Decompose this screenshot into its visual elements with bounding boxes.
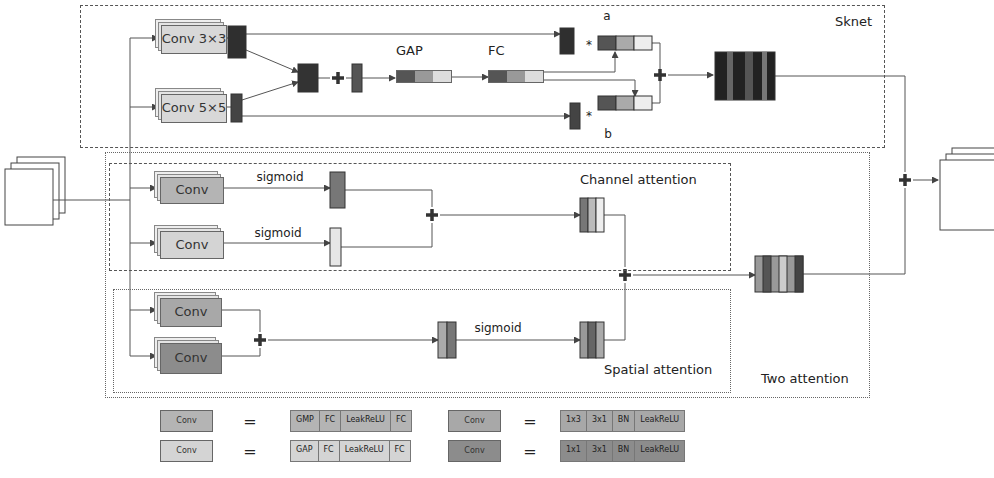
- legend-conv: Conv: [448, 410, 501, 432]
- layer-sequence: GMPFCLeakReLUFC: [290, 410, 412, 432]
- layer-sequence: GAPFCLeakReLUFC: [290, 440, 411, 462]
- channel-attention-region: Channel attentionConvConv: [109, 163, 731, 271]
- conv-box: Conv 3×3: [161, 25, 227, 54]
- box-text: BN: [613, 441, 635, 461]
- function-label: sigmoid: [254, 226, 301, 240]
- conv-box: Conv: [160, 177, 224, 204]
- symbol-label: b: [604, 127, 612, 141]
- box-text: FC: [319, 441, 340, 461]
- symbol-label: *: [586, 38, 592, 52]
- region-title: Spatial attention: [604, 362, 712, 377]
- legend-conv: Conv: [448, 440, 501, 462]
- conv-box: Conv: [160, 231, 224, 259]
- feature-maps: [228, 26, 803, 358]
- box-text: GMP: [291, 411, 320, 431]
- sknet-region: SknetConv 3×3Conv 5×5 GAP FC: [80, 5, 885, 148]
- symbol-label: *: [586, 109, 592, 123]
- box-text: Conv: [464, 447, 484, 456]
- box-text: Conv 5×5: [162, 101, 227, 115]
- region-title: Channel attention: [580, 172, 697, 187]
- symbol-label: =: [523, 412, 536, 431]
- function-label: sigmoid: [256, 170, 303, 184]
- box-text: LeakReLU: [635, 441, 684, 461]
- vector-cell: [525, 71, 543, 82]
- symbol-label: =: [523, 442, 536, 461]
- box-text: Conv: [176, 447, 196, 456]
- gap-vector: GAP: [396, 43, 452, 83]
- box-text: Conv: [464, 417, 484, 426]
- wires: [53, 34, 938, 356]
- symbol-label: =: [243, 442, 256, 461]
- legend-conv: Conv: [160, 410, 213, 432]
- box-text: 1x1: [561, 441, 587, 461]
- vector-strip: [396, 70, 452, 83]
- box-text: 3x1: [587, 411, 613, 431]
- layer-sequence: 1x13x1BNLeakReLU: [560, 440, 685, 462]
- box-text: Conv: [176, 238, 209, 252]
- legend-conv: Conv: [160, 440, 213, 462]
- box-text: FC: [390, 441, 410, 461]
- box-text: Conv: [175, 351, 208, 365]
- box-text: FC: [320, 411, 341, 431]
- vector-cell: [489, 71, 507, 82]
- sum-symbols: [254, 69, 911, 346]
- box-text: LeakReLU: [341, 411, 391, 431]
- vector-cell: [397, 71, 415, 82]
- box-text: FC: [488, 43, 505, 58]
- box-text: FC: [391, 411, 411, 431]
- channel-weights: [580, 198, 604, 232]
- region-title: Sknet: [835, 14, 872, 29]
- box-text: Conv 3×3: [162, 32, 227, 46]
- box-text: BN: [613, 411, 635, 431]
- region-title: Two attention: [761, 371, 849, 386]
- spatial-map: [438, 322, 604, 358]
- box-text: Conv: [176, 183, 209, 197]
- conv-box: Conv: [160, 298, 222, 327]
- weight-strip-b: [598, 96, 652, 110]
- function-label: sigmoid: [474, 321, 521, 335]
- two-attention-region: Two attentionChannel attentionConvConvSp…: [105, 152, 870, 398]
- box-text: GAP: [291, 441, 319, 461]
- box-text: Conv: [176, 417, 196, 426]
- symbol-label: a: [603, 9, 610, 23]
- spatial-attention-region: Spatial attentionConvConv: [113, 289, 731, 393]
- box-text: LeakReLU: [635, 411, 684, 431]
- symbol-label: =: [243, 412, 256, 431]
- box-text: 3x1: [587, 441, 613, 461]
- vector-cell: [415, 71, 433, 82]
- box-text: LeakReLU: [340, 441, 390, 461]
- vector-cell: [433, 71, 451, 82]
- attention-output: [755, 256, 803, 292]
- box-text: Conv: [175, 305, 208, 319]
- fc-vector: FC: [488, 43, 544, 83]
- conv-box: Conv 5×5: [161, 94, 227, 123]
- box-text: 1x3: [561, 411, 587, 431]
- input-stack: [5, 157, 65, 225]
- box-text: GAP: [396, 43, 423, 58]
- conv-box: Conv: [160, 343, 222, 374]
- connector: [452, 77, 488, 78]
- vector-cell: [507, 71, 525, 82]
- weight-strip-a: [598, 36, 652, 50]
- layer-sequence: 1x33x1BNLeakReLU: [560, 410, 685, 432]
- vector-strip: [488, 70, 544, 83]
- output-stack: [940, 148, 994, 230]
- sknet-output: [715, 52, 775, 100]
